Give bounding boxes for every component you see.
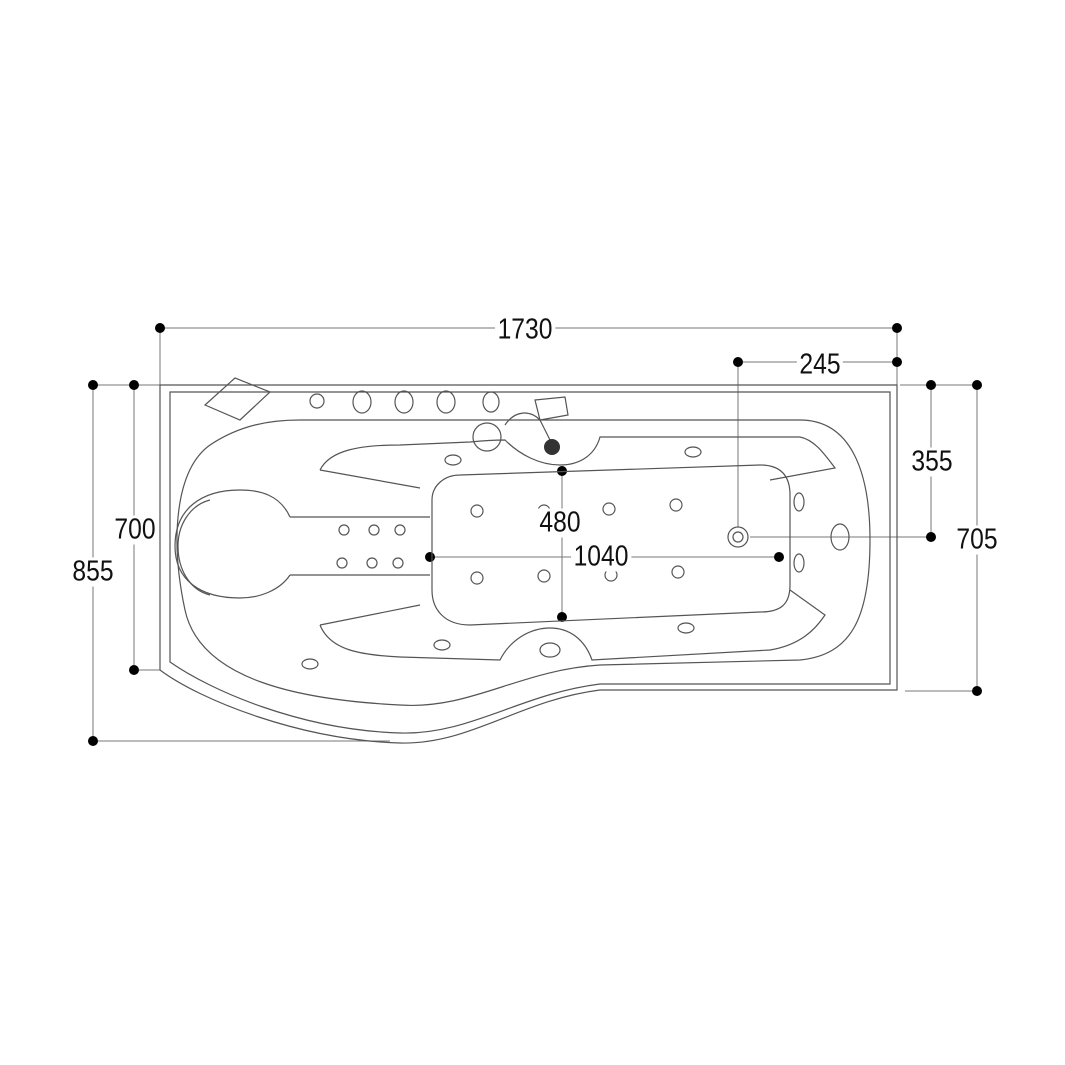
dim-label-right-depth: 705: [953, 525, 1001, 555]
tub-outline: [159, 384, 898, 744]
dim-label-end-depth: 700: [111, 515, 159, 545]
dimension-lines: [92, 327, 978, 742]
dim-label-drain-offset: 245: [796, 350, 844, 380]
dim-label-basin-width: 480: [536, 508, 584, 538]
dim-label-overall-length: 1730: [495, 315, 555, 345]
dim-label-drain-to-wall: 355: [908, 447, 956, 477]
jets: [301, 446, 850, 670]
dimension-dots: [88, 323, 982, 746]
seat-shelves: [319, 436, 837, 661]
dim-label-basin-length: 1040: [571, 542, 631, 572]
basin: [431, 464, 791, 626]
dim-label-overall-depth: 855: [69, 557, 117, 587]
headrest: [174, 489, 430, 599]
deck-fittings: [203, 377, 569, 455]
